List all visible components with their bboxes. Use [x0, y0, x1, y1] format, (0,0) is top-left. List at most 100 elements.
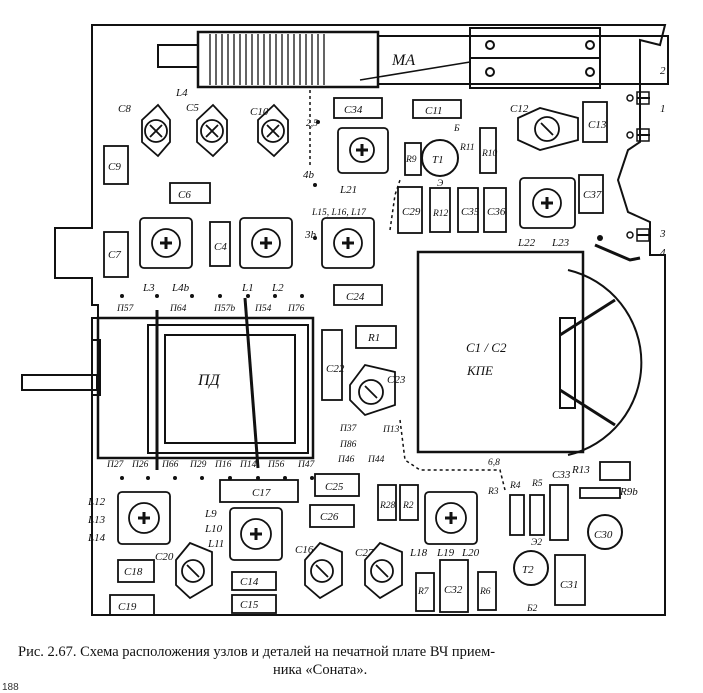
- component-label-r28: R28: [379, 501, 396, 511]
- component-label-3: 3: [659, 228, 666, 240]
- component-label-п27: П27: [106, 460, 125, 470]
- component-label-4: 4: [660, 247, 666, 259]
- component-label-l19: L19: [436, 547, 455, 559]
- component-label-п14: П14: [239, 460, 257, 470]
- component-label-r11: R11: [459, 143, 475, 153]
- pd-module: [96, 297, 315, 470]
- component-label-п64: П64: [169, 304, 187, 314]
- component-label-п66: П66: [161, 460, 179, 470]
- components: [103, 97, 631, 616]
- component-label-r10: R10: [481, 149, 498, 159]
- component-label-п76: П76: [287, 304, 305, 314]
- component-label-l1: L1: [241, 282, 254, 294]
- component-label-п26: П26: [131, 460, 149, 470]
- component-label-c37: C37: [583, 189, 602, 201]
- component-label-c23: C23: [387, 374, 406, 386]
- component-label-п44: П44: [367, 455, 385, 465]
- terminal-tabs: [626, 91, 650, 242]
- component-label-l20: L20: [461, 547, 480, 559]
- component-label-r3: R3: [487, 487, 499, 497]
- component-label-c34: C34: [344, 104, 363, 116]
- component-label-l23: L23: [551, 237, 570, 249]
- component-label-l2: L2: [271, 282, 284, 294]
- component-label-э2: Э2: [531, 538, 542, 548]
- component-label-c31: C31: [560, 579, 578, 591]
- component-label-l15-l16-l17: L15, L16, L17: [311, 208, 367, 218]
- component-label-c32: C32: [444, 584, 463, 596]
- wiring: [309, 90, 650, 491]
- component-label-c29: C29: [402, 206, 421, 218]
- component-label-r9: R9: [405, 155, 417, 165]
- component-label-c6: C6: [178, 189, 191, 201]
- component-label-п13: П13: [382, 425, 400, 435]
- component-label-э: Э: [437, 179, 443, 189]
- component-label-l21: L21: [339, 184, 357, 196]
- component-label-c9: C9: [108, 161, 121, 173]
- component-label-r13: R13: [571, 464, 590, 476]
- component-label-c12: C12: [510, 103, 529, 115]
- component-label-c8: C8: [118, 103, 131, 115]
- component-label-п47: П47: [297, 460, 316, 470]
- antenna-label: MA: [391, 52, 415, 69]
- component-label-l9: L9: [204, 508, 217, 520]
- page-number: 188: [2, 682, 19, 693]
- component-label-п16: П16: [214, 460, 232, 470]
- component-label-c33: C33: [552, 469, 571, 481]
- component-label-п46: П46: [337, 455, 355, 465]
- component-label-c25: C25: [325, 481, 344, 493]
- kpe-top-label: C1 / C2: [466, 340, 507, 355]
- component-label-п57b: П57b: [213, 304, 235, 314]
- component-label-c17: C17: [252, 487, 271, 499]
- component-label-c4: C4: [214, 241, 227, 253]
- component-label-r2: R2: [402, 501, 414, 511]
- component-label-c16: C16: [295, 544, 314, 556]
- component-label-l10: L10: [204, 523, 223, 535]
- component-label-l11: L11: [207, 538, 224, 550]
- component-label-l12: L12: [87, 496, 106, 508]
- component-label-2-5: 2,5: [306, 119, 318, 129]
- component-label-l22: L22: [517, 237, 536, 249]
- component-label-c30: C30: [594, 529, 613, 541]
- component-label-c22: C22: [326, 363, 345, 375]
- component-label-c10: C10: [250, 106, 269, 118]
- component-label-l3: L3: [142, 282, 155, 294]
- component-label-c13: C13: [588, 119, 607, 131]
- component-label-l13: L13: [87, 514, 106, 526]
- component-label-r9b: R9b: [619, 486, 638, 498]
- component-label-r7: R7: [417, 587, 430, 597]
- transistors: [421, 139, 623, 586]
- component-label-l4: L4: [175, 87, 188, 99]
- caption-line-2: ника «Соната».: [273, 662, 368, 678]
- component-label-п37: П37: [339, 424, 358, 434]
- component-label-c18: C18: [124, 566, 143, 578]
- component-label-c11: C11: [425, 105, 443, 117]
- connector-left: [21, 374, 98, 391]
- component-label-c14: C14: [240, 576, 259, 588]
- component-label-c27: C27: [355, 547, 374, 559]
- pcb-layout-diagram: MA ПД C1 / C2 КПЕ: [21, 24, 669, 616]
- component-labels: C8 C5 C10 C9 C6 C7 C4 C34 C11 C12 C13 C2…: [87, 65, 666, 614]
- component-label-2: 2: [660, 65, 666, 77]
- coil-holders: [117, 103, 579, 600]
- component-label-4b: 4b: [303, 169, 315, 181]
- kpe-bottom-label: КПЕ: [466, 363, 493, 378]
- pin-dots: [120, 120, 603, 480]
- component-label-l18: L18: [409, 547, 428, 559]
- component-label-п56: П56: [267, 460, 285, 470]
- component-label-c36: C36: [487, 206, 506, 218]
- component-label-п57: П57: [116, 304, 135, 314]
- component-label-c5: C5: [186, 102, 199, 114]
- component-label-c20: C20: [155, 551, 174, 563]
- board-outline: [54, 24, 667, 616]
- component-label-r5: R5: [531, 479, 543, 489]
- figure-caption: Рис. 2.67. Схема расположения узлов и де…: [18, 643, 698, 679]
- component-label-l4b: L4b: [171, 282, 190, 294]
- kpe-variable-capacitor: [416, 250, 643, 456]
- component-label-c15: C15: [240, 599, 259, 611]
- pd-label: ПД: [197, 372, 221, 389]
- component-label-r4: R4: [509, 481, 521, 491]
- component-label-3b: 3b: [304, 229, 317, 241]
- component-label-r1: R1: [367, 332, 380, 344]
- component-label-t2: T2: [522, 564, 534, 576]
- component-label-c24: C24: [346, 291, 365, 303]
